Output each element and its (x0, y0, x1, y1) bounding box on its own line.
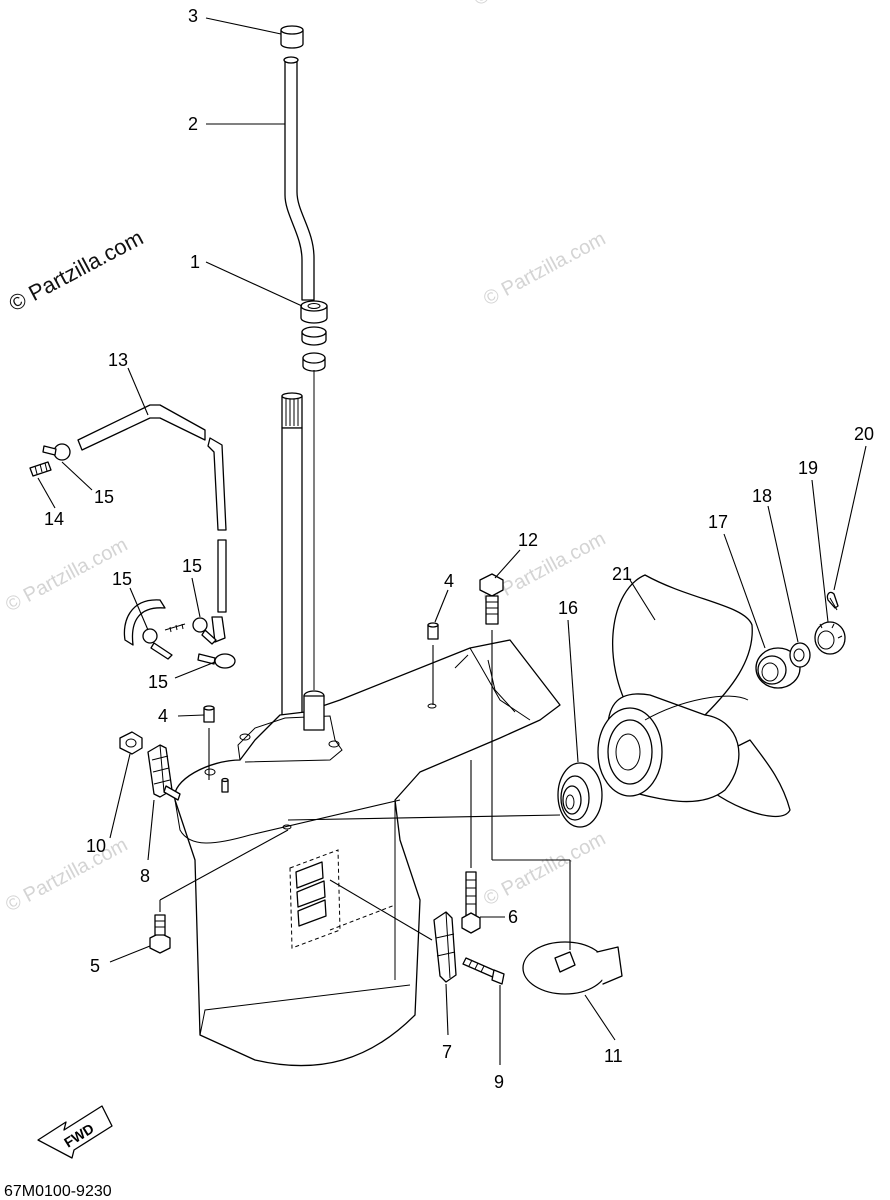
callout-7: 7 (442, 1042, 452, 1062)
part-9-bolt (462, 957, 505, 985)
part-21-propeller (597, 574, 791, 818)
part-3-cap (280, 25, 304, 49)
callout-13: 13 (108, 350, 128, 370)
watermark: © Partzilla.com (480, 228, 609, 311)
callout-15: 15 (112, 569, 132, 589)
callout-1: 1 (190, 252, 200, 272)
diagram-code: 67M0100-9230 (4, 1183, 112, 1200)
part-11-trim-tab (522, 941, 623, 995)
part-15-clamp (42, 443, 71, 461)
part-1-grommet (300, 300, 328, 372)
watermark: © Partzilla.com (480, 828, 609, 911)
part-10-nut (119, 731, 143, 755)
callout-9: 9 (494, 1072, 504, 1092)
callout-3: 3 (188, 6, 198, 26)
callout-21: 21 (612, 564, 632, 584)
assembly-lines (159, 630, 571, 950)
part-20-cotter-pin (826, 591, 839, 611)
part-15-clamp (197, 653, 236, 669)
watermark: © Partzilla.com (480, 528, 609, 611)
callout-15: 15 (148, 672, 168, 692)
callouts: 3 2 1 13 15 14 15 15 15 4 4 12 10 8 5 6 … (44, 6, 874, 1092)
part-12-bolt (479, 573, 504, 625)
drive-shaft (281, 392, 303, 717)
part-6-bolt (461, 871, 481, 934)
part-4-dowel (427, 622, 439, 640)
part-8-anode (147, 744, 181, 801)
callout-18: 18 (752, 486, 772, 506)
watermark-main: © Partzilla.com (5, 225, 148, 317)
part-15-clamp (142, 623, 186, 660)
callout-11: 11 (604, 1046, 623, 1066)
watermark: © Partzilla.com (2, 834, 131, 917)
callout-14: 14 (44, 509, 64, 529)
part-18-washer (789, 642, 811, 668)
watermark: © Partzilla.com (470, 0, 599, 10)
callout-15: 15 (94, 487, 114, 507)
gear-case (174, 639, 561, 1067)
callout-8: 8 (140, 866, 150, 886)
part-19-nut (814, 621, 846, 655)
callout-17: 17 (708, 512, 728, 532)
callout-15: 15 (182, 556, 202, 576)
part-14-screw (29, 461, 52, 477)
part-15-clamp (192, 617, 217, 645)
part-17-spacer (755, 647, 801, 689)
fwd-arrow: FWD (37, 1105, 113, 1159)
callout-2: 2 (188, 114, 198, 134)
callout-12: 12 (518, 530, 538, 550)
callout-19: 19 (798, 458, 818, 478)
callout-16: 16 (558, 598, 578, 618)
part-7-anode (433, 911, 457, 983)
part-4-dowel (203, 705, 215, 723)
callout-5: 5 (90, 956, 100, 976)
part-5-bolt (149, 914, 171, 954)
callout-20: 20 (854, 424, 874, 444)
callout-10: 10 (86, 836, 106, 856)
part-13-hose (77, 404, 227, 646)
callout-leaders (37, 17, 867, 1065)
callout-6: 6 (508, 907, 518, 927)
callout-4: 4 (444, 571, 454, 591)
part-2-water-tube (283, 56, 315, 301)
callout-4: 4 (158, 706, 168, 726)
part-16-thrust-ring (557, 762, 603, 828)
